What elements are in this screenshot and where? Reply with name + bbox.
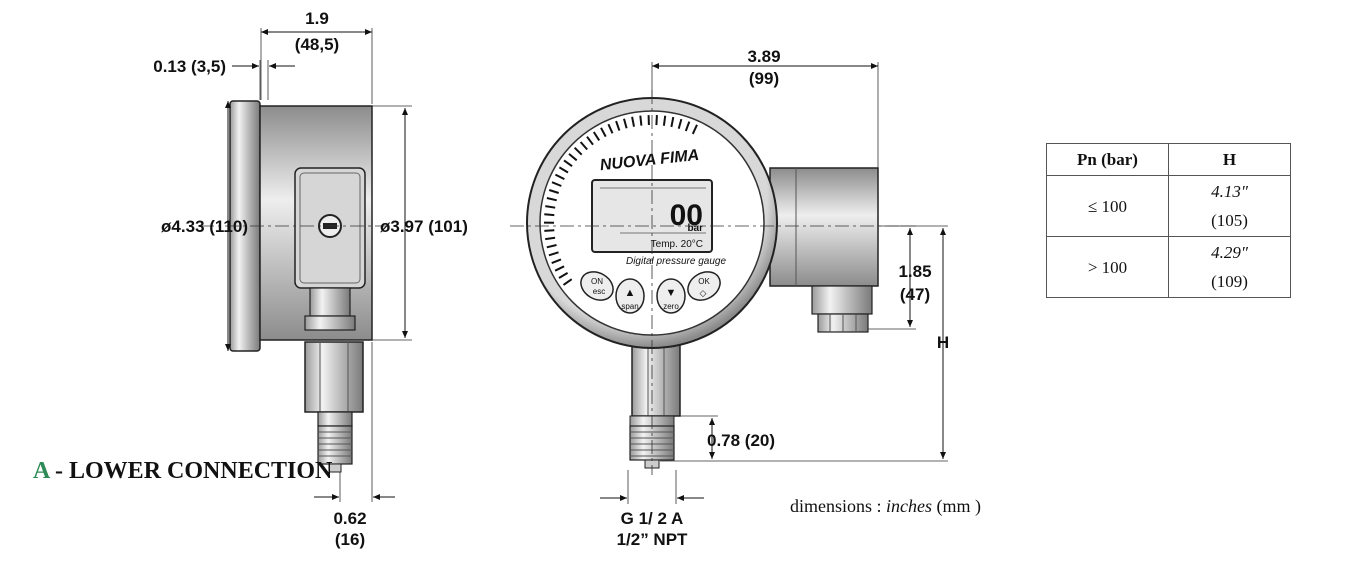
- scale-tick: [600, 127, 607, 138]
- scale-tick: [631, 116, 635, 127]
- dim-thread-g: G 1/ 2 A: [621, 509, 684, 528]
- table-header-row: Pn (bar) H: [1046, 143, 1291, 176]
- units-note: dimensions : inches (mm ): [790, 496, 981, 517]
- dim-thread-length: 0.78 (20): [707, 431, 775, 450]
- button-zero-label: zero: [663, 302, 679, 311]
- dim-thread-npt: 1/2” NPT: [617, 530, 688, 549]
- view-label: A - LOWER CONNECTION: [33, 456, 332, 486]
- button-ok-label: OK: [698, 277, 710, 286]
- dim-fitting-width-mm: (16): [335, 530, 365, 549]
- table-cell-pn: > 100: [1046, 236, 1169, 298]
- table-cell-h-mm: (105): [1211, 211, 1248, 230]
- front-view: NUOVA FIMA 00 bar Temp. 20°C Digital pre…: [510, 47, 949, 549]
- scale-tick: [573, 146, 583, 156]
- scale-tick: [623, 118, 628, 129]
- lcd-unit: bar: [687, 223, 703, 234]
- view-letter: A: [33, 458, 50, 484]
- scale-tick: [546, 197, 557, 202]
- scale-tick: [639, 115, 643, 126]
- button-on-label: ON: [591, 277, 603, 286]
- table-row: ≤ 100 4.13″ (105): [1046, 175, 1291, 237]
- height-table: Pn (bar) H ≤ 100 4.13″ (105) > 100 4.29″…: [1046, 143, 1291, 298]
- scale-tick: [677, 118, 683, 129]
- scale-tick: [545, 236, 556, 241]
- lcd-reading: 00: [670, 199, 703, 232]
- dial-caption: Digital pressure gauge: [626, 256, 726, 267]
- table-header-pn: Pn (bar): [1046, 143, 1169, 176]
- scale-tick: [544, 213, 555, 217]
- table-cell-h: 4.29″ (109): [1168, 236, 1291, 298]
- dim-side-depth-mm: (48,5): [295, 35, 339, 54]
- scale-tick: [568, 153, 578, 162]
- button-down-label: ▼: [666, 287, 677, 299]
- scale-tick: [662, 115, 667, 126]
- side-fitting-hex: [304, 341, 364, 413]
- scale-tick: [558, 166, 569, 174]
- scale-tick: [592, 131, 601, 141]
- scale-tick: [562, 278, 573, 286]
- units-note-suffix: (mm ): [932, 496, 982, 516]
- button-span-label: span: [621, 302, 638, 311]
- scale-tick: [554, 173, 565, 180]
- dim-fitting-width-in: 0.62: [333, 509, 366, 528]
- table-cell-h-inch: 4.13″: [1211, 182, 1248, 201]
- scale-tick: [551, 181, 562, 187]
- button-up-span[interactable]: ▲ span: [615, 278, 645, 314]
- dim-side-depth-in: 1.9: [305, 9, 329, 28]
- side-view: 1.9 (48,5) 0.13 (3,5) ø4.33 (110) ø3.97 …: [153, 9, 468, 549]
- scale-tick: [544, 229, 555, 232]
- scale-tick: [607, 123, 614, 134]
- scale-tick: [545, 205, 556, 209]
- scale-tick: [655, 115, 658, 126]
- button-down-zero[interactable]: ▼ zero: [656, 278, 686, 314]
- dim-connector-offset-mm: (47): [900, 285, 930, 304]
- dim-front-width-mm: (99): [749, 69, 779, 88]
- table-cell-h-inch: 4.29″: [1211, 243, 1248, 262]
- dim-flange-diameter: ø4.33 (110): [161, 217, 248, 236]
- dial-scale-ticks: [543, 115, 698, 286]
- scale-tick: [563, 159, 573, 168]
- scale-tick: [548, 251, 559, 257]
- scale-tick: [691, 124, 698, 135]
- button-on-esc[interactable]: ON esc: [576, 266, 618, 306]
- button-esc-label: esc: [593, 287, 605, 296]
- table-header-h: H: [1168, 143, 1291, 176]
- dim-height-label: H: [937, 333, 949, 352]
- dim-front-width-in: 3.89: [747, 47, 780, 66]
- units-note-prefix: dimensions :: [790, 496, 887, 516]
- dim-case-diameter: ø3.97 (101): [380, 217, 468, 236]
- table-cell-h: 4.13″ (105): [1168, 175, 1291, 237]
- scale-tick: [579, 141, 588, 151]
- units-note-italic: inches: [886, 496, 932, 516]
- scale-tick: [558, 272, 569, 279]
- scale-tick: [684, 121, 691, 132]
- scale-tick: [615, 120, 621, 131]
- table-row: > 100 4.29″ (109): [1046, 236, 1291, 298]
- front-fitting-hex: [631, 343, 681, 417]
- button-up-label: ▲: [625, 287, 636, 299]
- scale-tick: [554, 265, 565, 272]
- button-ok[interactable]: OK ◇: [683, 266, 725, 306]
- scale-tick: [670, 116, 675, 128]
- scale-tick: [546, 244, 557, 249]
- lcd-temperature: Temp. 20°C: [651, 239, 703, 250]
- view-title: - LOWER CONNECTION: [49, 458, 333, 484]
- table-cell-h-mm: (109): [1211, 272, 1248, 291]
- front-connector-housing: [769, 167, 879, 287]
- button-diamond-label: ◇: [700, 288, 707, 298]
- scale-tick: [551, 258, 562, 265]
- scale-tick: [586, 136, 594, 146]
- table-cell-pn: ≤ 100: [1046, 175, 1169, 237]
- dim-flange-thickness: 0.13 (3,5): [153, 57, 226, 76]
- scale-tick: [548, 189, 560, 194]
- dim-connector-offset-in: 1.85: [898, 262, 931, 281]
